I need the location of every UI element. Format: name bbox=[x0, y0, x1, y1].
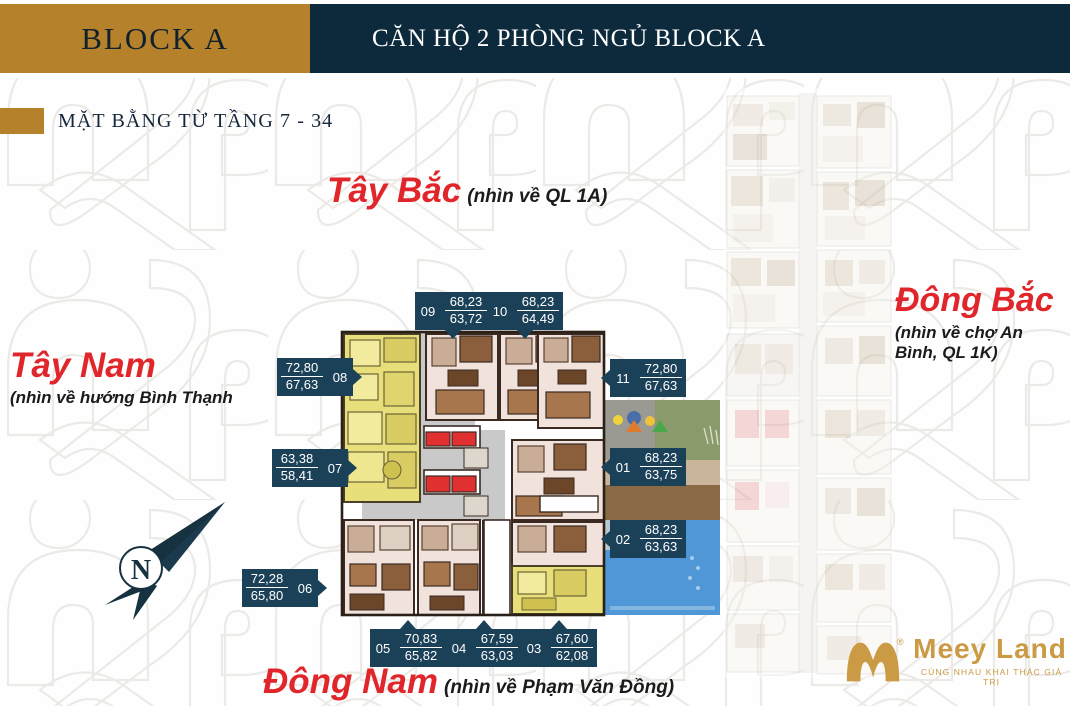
pointer-arrow-up-icon bbox=[551, 620, 567, 629]
unit-net-area-02: 63,63 bbox=[644, 539, 678, 554]
unit-net-area-09: 63,72 bbox=[449, 311, 483, 326]
unit-code-11: 11 bbox=[610, 359, 636, 397]
unit-code-05: 05 bbox=[370, 629, 396, 667]
unit-areas-06: 72,28 65,80 bbox=[242, 569, 292, 607]
registered-trademark-icon: ® bbox=[897, 637, 904, 647]
unit-areas-11: 72,80 67,63 bbox=[636, 359, 686, 397]
pointer-arrow-right-icon bbox=[348, 460, 357, 476]
subtitle-row: MẶT BẰNG TỪ TẦNG 7 - 34 bbox=[0, 108, 333, 134]
subtitle-text: MẶT BẰNG TỪ TẦNG 7 - 34 bbox=[58, 109, 334, 132]
unit-areas-09: 68,23 63,72 bbox=[441, 292, 491, 330]
unit-code-03: 03 bbox=[521, 629, 547, 667]
direction-note-northwest: (nhìn về QL 1A) bbox=[467, 186, 608, 207]
unit-net-area-08: 67,63 bbox=[285, 377, 319, 392]
unit-code-08: 08 bbox=[327, 358, 353, 396]
block-label-text: BLOCK A bbox=[81, 20, 229, 56]
direction-name-northwest: Tây Bắc bbox=[327, 171, 462, 210]
unit-gross-area-04: 67,59 bbox=[476, 631, 518, 648]
unit-tag-03[interactable]: 03 67,60 62,08 bbox=[521, 620, 597, 667]
pointer-arrow-up-icon bbox=[400, 620, 416, 629]
background-tower-plan bbox=[723, 88, 893, 678]
unit-code-07: 07 bbox=[322, 449, 348, 487]
pointer-arrow-up-icon bbox=[476, 620, 492, 629]
meey-land-mark-icon bbox=[846, 642, 900, 682]
unit-gross-area-09: 68,23 bbox=[445, 294, 487, 311]
unit-code-09: 09 bbox=[415, 292, 441, 330]
unit-tag-04[interactable]: 04 67,59 63,03 bbox=[446, 620, 522, 667]
unit-areas-05: 70,83 65,82 bbox=[396, 629, 446, 667]
unit-gross-area-07: 63,38 bbox=[276, 451, 318, 468]
unit-gross-area-05: 70,83 bbox=[400, 631, 442, 648]
direction-name-southeast: Đông Nam bbox=[263, 662, 438, 701]
unit-areas-01: 68,23 63,75 bbox=[636, 448, 686, 486]
pointer-arrow-left-icon bbox=[601, 370, 610, 386]
unit-tag-07[interactable]: 63,38 58,41 07 bbox=[272, 449, 357, 487]
pointer-arrow-right-icon bbox=[353, 369, 362, 385]
unit-gross-area-06: 72,28 bbox=[246, 571, 288, 588]
unit-areas-08: 72,80 67,63 bbox=[277, 358, 327, 396]
unit-tag-11[interactable]: 11 72,80 67,63 bbox=[601, 359, 686, 397]
unit-net-area-10: 64,49 bbox=[521, 311, 555, 326]
unit-gross-area-11: 72,80 bbox=[640, 361, 682, 378]
page-title-bar: CĂN HỘ 2 PHÒNG NGỦ BLOCK A bbox=[310, 4, 1070, 73]
unit-tag-09[interactable]: 09 68,23 63,72 bbox=[415, 292, 491, 339]
direction-note-northeast: (nhìn về chợ An Bình, QL 1K) bbox=[895, 322, 1023, 363]
pointer-arrow-left-icon bbox=[601, 531, 610, 547]
unit-tag-05[interactable]: 05 70,83 65,82 bbox=[370, 620, 446, 667]
unit-gross-area-08: 72,80 bbox=[281, 360, 323, 377]
unit-code-04: 04 bbox=[446, 629, 472, 667]
unit-tag-02[interactable]: 02 68,23 63,63 bbox=[601, 520, 686, 558]
subtitle-swatch bbox=[0, 108, 44, 134]
unit-tag-01[interactable]: 01 68,23 63,75 bbox=[601, 448, 686, 486]
direction-name-southwest: Tây Nam bbox=[10, 346, 156, 385]
unit-tag-06[interactable]: 72,28 65,80 06 bbox=[242, 569, 327, 607]
unit-gross-area-03: 67,60 bbox=[551, 631, 593, 648]
pointer-arrow-left-icon bbox=[601, 459, 610, 475]
unit-code-06: 06 bbox=[292, 569, 318, 607]
unit-tag-10[interactable]: 10 68,23 64,49 bbox=[487, 292, 563, 339]
unit-areas-10: 68,23 64,49 bbox=[513, 292, 563, 330]
header-bar: BLOCK A CĂN HỘ 2 PHÒNG NGỦ BLOCK A bbox=[0, 4, 1070, 73]
unit-code-02: 02 bbox=[610, 520, 636, 558]
main-floor-plan bbox=[340, 330, 720, 617]
pointer-arrow-down-icon bbox=[445, 330, 461, 339]
unit-areas-07: 63,38 58,41 bbox=[272, 449, 322, 487]
direction-note-southeast: (nhìn về Phạm Văn Đồng) bbox=[444, 677, 675, 698]
unit-net-area-01: 63,75 bbox=[644, 467, 678, 482]
logo-tagline: CÙNG NHAU KHAI THÁC GIÁ TRỊ bbox=[920, 667, 1063, 687]
direction-label-southwest: Tây Nam (nhìn về hướng Bình Thạnh bbox=[10, 346, 233, 408]
pointer-arrow-right-icon bbox=[318, 580, 327, 596]
unit-code-01: 01 bbox=[610, 448, 636, 486]
unit-net-area-03: 62,08 bbox=[555, 648, 589, 663]
direction-label-southeast: Đông Nam (nhìn về Phạm Văn Đồng) bbox=[263, 662, 675, 701]
direction-name-northeast: Đông Bắc bbox=[895, 281, 1054, 319]
unit-gross-area-10: 68,23 bbox=[517, 294, 559, 311]
block-label-badge: BLOCK A bbox=[0, 4, 310, 73]
unit-areas-02: 68,23 63,63 bbox=[636, 520, 686, 558]
direction-label-northeast: Đông Bắc (nhìn về chợ An Bình, QL 1K) bbox=[895, 281, 1055, 364]
unit-net-area-11: 67,63 bbox=[644, 378, 678, 393]
unit-code-10: 10 bbox=[487, 292, 513, 330]
unit-gross-area-01: 68,23 bbox=[640, 450, 682, 467]
unit-tag-08[interactable]: 72,80 67,63 08 bbox=[277, 358, 362, 396]
meey-land-logo: ® Meey Land CÙNG NHAU KHAI THÁC GIÁ TRỊ bbox=[843, 635, 1070, 687]
unit-gross-area-02: 68,23 bbox=[640, 522, 682, 539]
direction-label-northwest: Tây Bắc(nhìn về QL 1A) bbox=[327, 171, 608, 210]
unit-net-area-04: 63,03 bbox=[480, 648, 514, 663]
compass-rose: N bbox=[105, 502, 225, 620]
unit-net-area-05: 65,82 bbox=[404, 648, 438, 663]
pointer-arrow-down-icon bbox=[517, 330, 533, 339]
direction-note-southwest: (nhìn về hướng Bình Thạnh bbox=[10, 387, 233, 407]
logo-brand-name: Meey Land bbox=[913, 633, 1067, 664]
compass-north-label: N bbox=[131, 555, 151, 586]
unit-net-area-06: 65,80 bbox=[250, 588, 284, 603]
page-title: CĂN HỘ 2 PHÒNG NGỦ BLOCK A bbox=[372, 24, 766, 52]
unit-areas-04: 67,59 63,03 bbox=[472, 629, 522, 667]
unit-net-area-07: 58,41 bbox=[280, 468, 314, 483]
unit-areas-03: 67,60 62,08 bbox=[547, 629, 597, 667]
